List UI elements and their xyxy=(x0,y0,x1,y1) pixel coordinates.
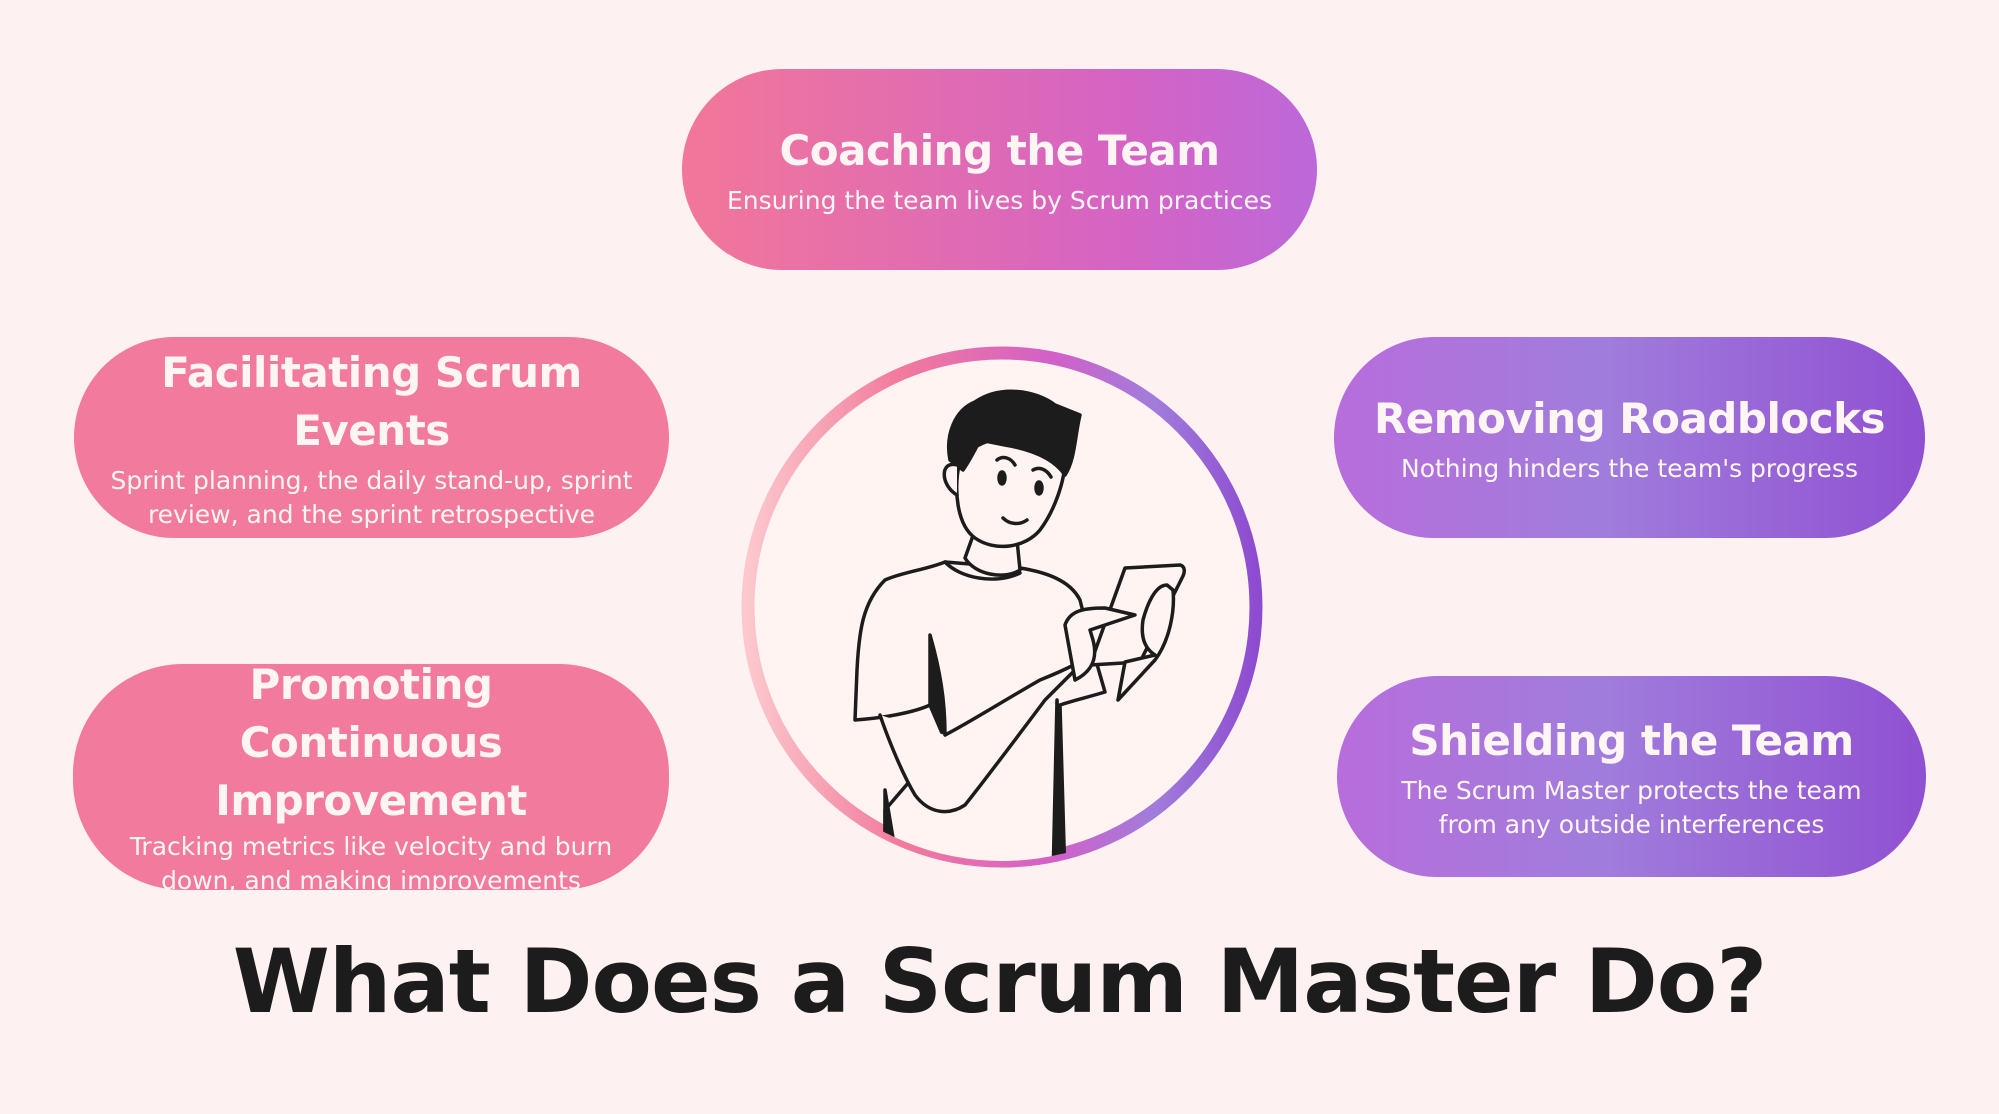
role-subtitle: Sprint planning, the daily stand-up, spr… xyxy=(110,465,633,529)
role-card-removing: Removing Roadblocks Nothing hinders the … xyxy=(1334,337,1925,538)
role-title: Shielding the Team xyxy=(1409,715,1854,765)
role-card-coaching: Coaching the Team Ensuring the team live… xyxy=(682,69,1317,270)
arm xyxy=(878,653,1092,814)
role-card-promoting: Promoting Continuous Improvement Trackin… xyxy=(73,660,669,895)
role-card-facilitating: Facilitating Scrum Events Sprint plannin… xyxy=(74,337,669,538)
ear xyxy=(942,462,959,497)
role-subtitle: Tracking metrics like velocity and burn … xyxy=(129,832,613,895)
role-card-shielding: Shielding the Team The Scrum Master prot… xyxy=(1337,676,1926,877)
hair xyxy=(947,389,1082,477)
role-subtitle: Nothing hinders the team's progress xyxy=(1401,453,1858,483)
role-title: Removing Roadblocks xyxy=(1373,393,1886,443)
role-title: Promoting Continuous Improvement xyxy=(215,660,527,825)
role-subtitle: Ensuring the team lives by Scrum practic… xyxy=(727,185,1272,215)
role-title: Coaching the Team xyxy=(779,125,1220,175)
role-title: Facilitating Scrum Events xyxy=(161,347,582,455)
scrum-master-illustration xyxy=(741,346,1263,868)
role-subtitle: The Scrum Master protects the team from … xyxy=(1401,775,1862,839)
page-title: What Does a Scrum Master Do? xyxy=(232,930,1768,1033)
